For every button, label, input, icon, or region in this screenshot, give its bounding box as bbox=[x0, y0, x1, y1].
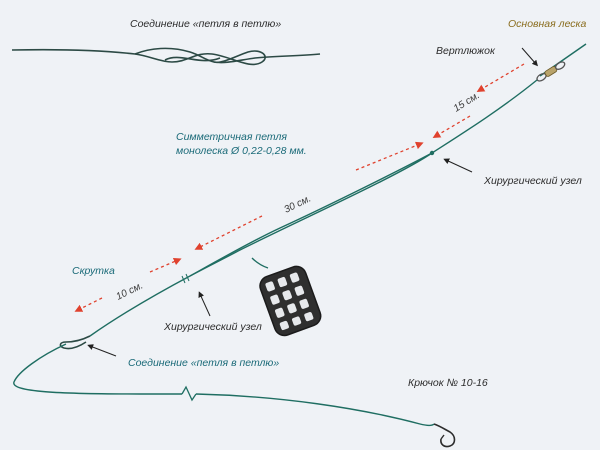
loop-to-loop-bottom-label: Соединение «петля в петлю» bbox=[128, 357, 279, 369]
swivel-label: Вертлюжок bbox=[436, 45, 496, 57]
surgical-knot-right-label: Хирургический узел bbox=[483, 175, 582, 187]
dim-30-label: 30 см. bbox=[282, 193, 312, 215]
sym-loop-line2: монолеска Ø 0,22-0,28 мм. bbox=[176, 145, 307, 157]
dimension-arrows bbox=[74, 63, 525, 312]
hook-label: Крючок № 10-16 bbox=[408, 377, 488, 389]
sym-loop-line1: Симметричная петля bbox=[176, 131, 287, 143]
twist-label: Скрутка bbox=[72, 265, 115, 277]
dim-10-label: 10 см. bbox=[114, 280, 144, 302]
hook-icon bbox=[433, 423, 456, 448]
surgical-knot-left-label: Хирургический узел bbox=[163, 321, 262, 333]
swivel-icon bbox=[536, 61, 566, 82]
surgical-knot-right-dot bbox=[429, 150, 435, 156]
leader-line bbox=[13, 335, 435, 427]
symmetric-loop bbox=[89, 79, 538, 337]
main-line-label: Основная леска bbox=[508, 18, 587, 30]
dim-15-label: 15 см. bbox=[452, 90, 482, 114]
feeder-link bbox=[251, 257, 269, 269]
twist-marks bbox=[181, 273, 190, 284]
feeder-icon bbox=[259, 265, 322, 337]
pointer-arrows bbox=[87, 47, 538, 357]
top-loop-title: Соединение «петля в петлю» bbox=[130, 18, 281, 30]
top-loop-connection bbox=[11, 47, 321, 66]
